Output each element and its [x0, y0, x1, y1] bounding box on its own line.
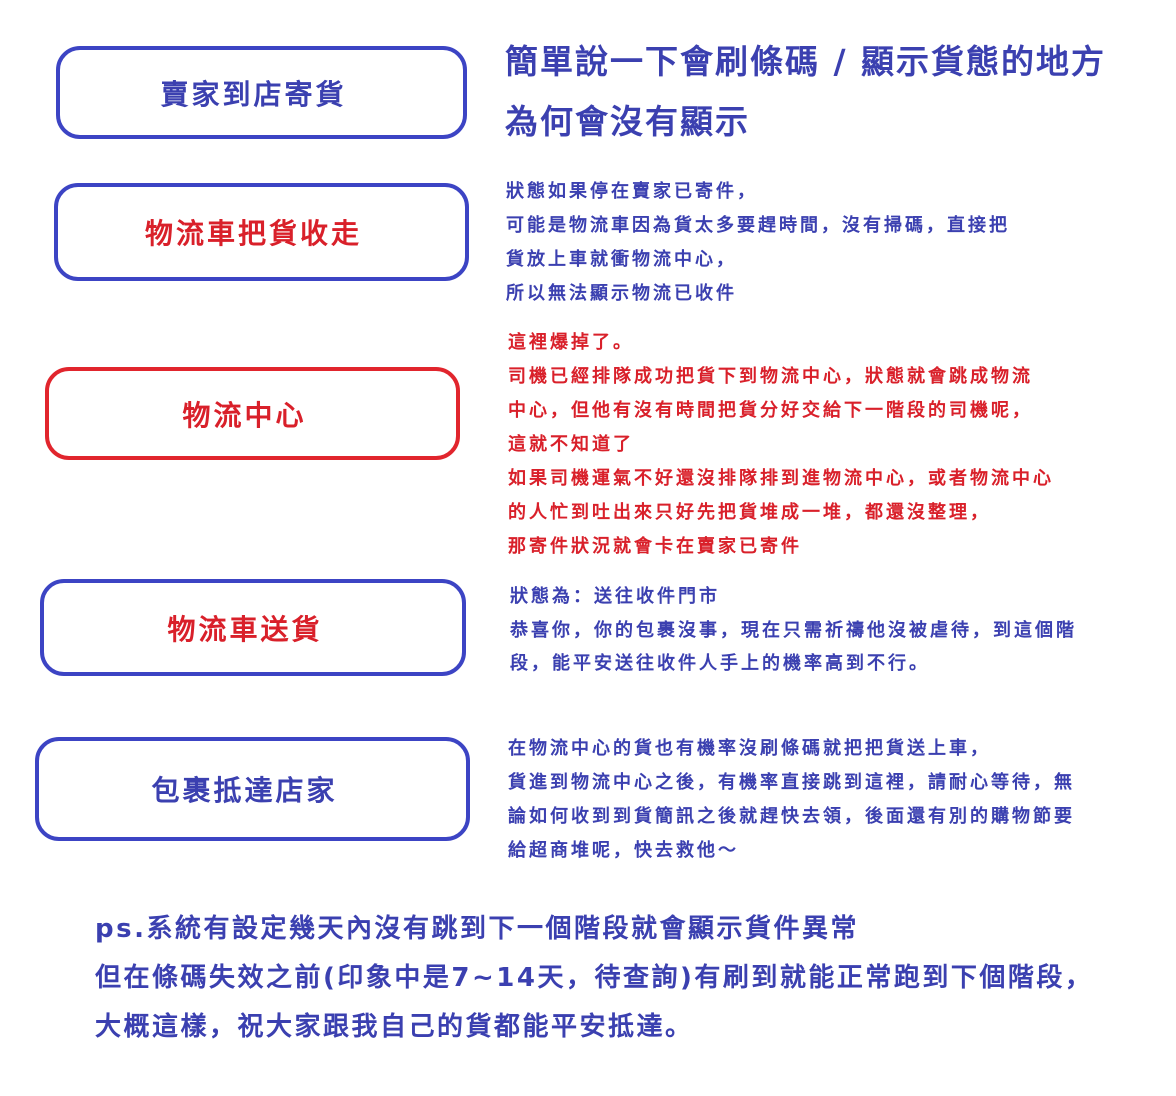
note-line: 如果司機運氣不好還沒排隊排到進物流中心，或者物流中心 — [508, 468, 1054, 489]
stage-box-logistics-center: 物流中心 — [45, 367, 460, 460]
note-line: 中心，但他有沒有時間把貨分好交給下一階段的司機呢， — [508, 400, 1033, 421]
note-line: 那寄件狀況就會卡在賣家已寄件 — [508, 536, 802, 557]
note-block-logistics-center: 這裡爆掉了。 司機已經排隊成功把貨下到物流中心，狀態就會跳成物流 中心，但他有沒… — [508, 326, 1054, 564]
note-line: 可能是物流車因為貨太多要趕時間，沒有掃碼，直接把 — [506, 215, 1010, 236]
stage-label: 物流車把貨收走 — [144, 217, 362, 250]
note-block-truck-delivery: 狀態為：送往收件門市 恭喜你，你的包裹沒事，現在只需祈禱他沒被虐待，到這個階 段… — [510, 580, 1077, 681]
page-title-line-2: 為何會沒有顯示 — [505, 102, 750, 141]
stage-label: 賣家到店寄貨 — [160, 77, 347, 111]
stage-box-truck-delivery: 物流車送貨 — [40, 579, 466, 676]
note-line: 這就不知道了 — [508, 434, 634, 455]
note-line: 給超商堆呢，快去救他～ — [508, 840, 739, 861]
note-block-truck-pickup: 狀態如果停在賣家已寄件， 可能是物流車因為貨太多要趕時間，沒有掃碼，直接把 貨放… — [506, 175, 1010, 311]
note-line: 在物流中心的貨也有機率沒刷條碼就把把貨送上車， — [508, 738, 991, 759]
stage-label: 物流車送貨 — [167, 612, 323, 646]
note-block-arrived-store: 在物流中心的貨也有機率沒刷條碼就把把貨送上車， 貨進到物流中心之後，有機率直接跳… — [508, 732, 1075, 868]
note-line: 這裡爆掉了。 — [508, 332, 634, 353]
page-title-line-1: 簡單說一下會刷條碼 / 顯示貨態的地方 — [505, 42, 1107, 81]
footer-line: 但在條碼失效之前(印象中是7~14天，待查詢)有刷到就能正常跑到下個階段， — [95, 963, 1094, 993]
footer-line: ps.系統有設定幾天內沒有跳到下一個階段就會顯示貨件異常 — [95, 914, 859, 944]
note-line: 狀態如果停在賣家已寄件， — [506, 181, 758, 202]
note-line: 貨放上車就衝物流中心， — [506, 249, 737, 270]
note-line: 貨進到物流中心之後，有機率直接跳到這裡，請耐心等待，無 — [508, 772, 1075, 793]
stage-label: 包裹抵達店家 — [151, 774, 338, 807]
stage-box-arrived-store: 包裹抵達店家 — [35, 737, 470, 841]
note-line: 所以無法顯示物流已收件 — [506, 283, 737, 304]
note-line: 段，能平安送往收件人手上的機率高到不行。 — [510, 653, 930, 674]
note-line: 司機已經排隊成功把貨下到物流中心，狀態就會跳成物流 — [508, 366, 1033, 387]
note-line: 的人忙到吐出來只好先把貨堆成一堆，都還沒整理， — [508, 502, 991, 523]
footer-note: ps.系統有設定幾天內沒有跳到下一個階段就會顯示貨件異常 但在條碼失效之前(印象… — [95, 905, 1165, 1052]
note-line: 論如何收到到貨簡訊之後就趕快去領，後面還有別的購物節要 — [508, 806, 1075, 827]
stage-label: 物流中心 — [182, 398, 307, 432]
stage-box-truck-pickup: 物流車把貨收走 — [54, 183, 469, 281]
footer-line: 大概這樣，祝大家跟我自己的貨都能平安抵達。 — [95, 1012, 694, 1042]
note-line: 恭喜你，你的包裹沒事，現在只需祈禱他沒被虐待，到這個階 — [510, 619, 1077, 641]
note-line: 狀態為：送往收件門市 — [510, 586, 720, 607]
stage-box-seller-dropoff: 賣家到店寄貨 — [56, 46, 467, 139]
page-title: 簡單說一下會刷條碼 / 顯示貨態的地方 為何會沒有顯示 — [505, 32, 1165, 152]
